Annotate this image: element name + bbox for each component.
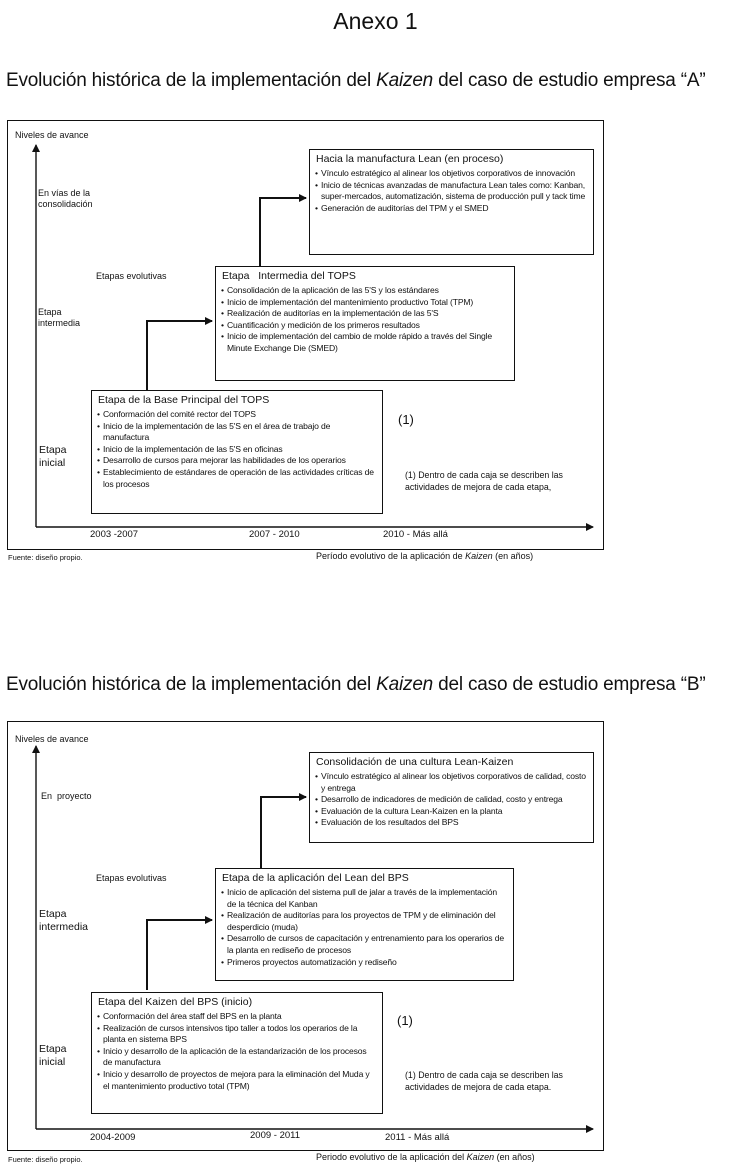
figure-a-source: Fuente: diseño propio.: [8, 553, 83, 562]
list-item: Evaluación de los resultados del BPS: [315, 817, 588, 829]
figure-a-x-caption-pre: Período evolutivo de la aplicación de: [316, 551, 466, 561]
figure-b-level-low: Etapa inicial: [39, 1043, 67, 1068]
figure-b-box-mid: Etapa de la aplicación del Lean del BPS …: [215, 868, 514, 981]
figure-a-axes: [32, 144, 594, 531]
figure-b-level-top: En proyecto: [41, 791, 92, 801]
figure-b-x-tick-1: 2004-2009: [90, 1132, 136, 1143]
figure-b-x-tick-2: 2009 - 2011: [250, 1130, 301, 1141]
list-item: Inicio de implementación del cambio de m…: [221, 331, 509, 354]
figure-a-step-arrow-1: [146, 317, 213, 396]
figure-a-y-axis-title: Niveles de avance: [15, 130, 89, 140]
figure-b-step-arrow-1: [146, 916, 213, 990]
figure-b: Niveles de avance En proyecto Etapas evo…: [7, 721, 604, 1151]
figure-b-box-low: Etapa del Kaizen del BPS (inicio) Confor…: [91, 992, 383, 1114]
figure-b-step-arrow-2: [260, 793, 307, 869]
list-item: Inicio de implementación del mantenimien…: [221, 297, 509, 309]
list-item: Inicio de la implementación de las 5'S e…: [97, 444, 377, 456]
list-item: Inicio y desarrollo de la aplicación de …: [97, 1046, 377, 1069]
figure-a-x-caption-post: (en años): [492, 551, 534, 561]
figure-a-box-low-title: Etapa de la Base Principal del TOPS: [98, 394, 270, 406]
list-item: Establecimiento de estándares de operaci…: [97, 467, 377, 490]
figure-b-title-post: del caso de estudio empresa “B”: [433, 674, 706, 695]
figure-b-title-em: Kaizen: [376, 674, 434, 695]
figure-a-box-low: Etapa de la Base Principal del TOPS Conf…: [91, 390, 383, 514]
list-item: Primeros proyectos automatización y redi…: [221, 957, 508, 969]
list-item: Realización de auditorías en la implemen…: [221, 308, 509, 320]
figure-a-x-tick-1: 2003 -2007: [90, 529, 139, 540]
figure-b-x-caption: Periodo evolutivo de la aplicación del K…: [316, 1152, 535, 1162]
annex-title: Anexo 1: [333, 8, 418, 34]
figure-b-axes: [32, 745, 594, 1133]
figure-a-title-pre: Evolución histórica de la implementación…: [6, 70, 377, 91]
figure-b-title-pre: Evolución histórica de la implementación…: [6, 674, 377, 695]
figure-b-x-tick-3: 2011 - Más allá: [385, 1132, 450, 1143]
figure-a-x-caption-em: Kaizen: [465, 551, 493, 561]
list-item: Evaluación de la cultura Lean-Kaizen en …: [315, 806, 588, 818]
figure-b-box-low-title: Etapa del Kaizen del BPS (inicio): [98, 996, 253, 1008]
list-item: Realización de auditorías para los proye…: [221, 910, 508, 933]
figure-b-note-marker: (1): [397, 1013, 413, 1028]
figure-a-level-mid: Etapa intermedia: [38, 307, 81, 328]
figure-a-box-top-title: Hacia la manufactura Lean (en proceso): [316, 153, 504, 165]
figure-b-level-mid: Etapa intermedia: [39, 908, 89, 933]
list-item: Inicio de la implementación de las 5'S e…: [97, 421, 377, 444]
list-item: Desarrollo de indicadores de medición de…: [315, 794, 588, 806]
list-item: Realización de cursos intensivos tipo ta…: [97, 1023, 377, 1046]
figure-a-stages-label: Etapas evolutivas: [96, 271, 167, 281]
figure-b-note-text: (1) Dentro de cada caja se describen las…: [405, 1070, 563, 1092]
list-item: Desarrollo de cursos de capacitación y e…: [221, 933, 508, 956]
list-item: Cuantificación y medición de los primero…: [221, 320, 509, 332]
figure-b-box-mid-title: Etapa de la aplicación del Lean del BPS: [222, 872, 409, 884]
figure-b-stages-label: Etapas evolutivas: [96, 873, 167, 883]
list-item: Conformación del área staff del BPS en l…: [97, 1011, 377, 1023]
figure-a-note-marker: (1): [398, 412, 414, 427]
list-item: Consolidación de la aplicación de las 5'…: [221, 285, 509, 297]
figure-b-x-caption-em: Kaizen: [466, 1152, 495, 1162]
figure-b-source: Fuente: diseño propio.: [8, 1155, 83, 1164]
figure-a-box-mid-title: Etapa Intermedia del TOPS: [222, 270, 356, 282]
figure-a-title-em: Kaizen: [376, 70, 434, 91]
figure-a-note-text: (1) Dentro de cada caja se describen las…: [405, 470, 563, 492]
list-item: Vínculo estratégico al alinear los objet…: [315, 771, 588, 794]
figure-a-x-caption: Período evolutivo de la aplicación de Ka…: [316, 551, 533, 561]
figure-b-box-top: Consolidación de una cultura Lean-Kaizen…: [309, 752, 594, 843]
list-item: Generación de auditorías del TPM y el SM…: [315, 203, 588, 215]
figure-b-title: Evolución histórica de la implementación…: [6, 674, 751, 696]
figure-b-x-caption-pre: Periodo evolutivo de la aplicación del: [316, 1152, 467, 1162]
figure-b-y-axis-title: Niveles de avance: [15, 734, 89, 744]
list-item: Vínculo estratégico al alinear los objet…: [315, 168, 588, 180]
list-item: Inicio de técnicas avanzadas de manufact…: [315, 180, 588, 203]
list-item: Inicio y desarrollo de proyectos de mejo…: [97, 1069, 377, 1092]
figure-a-x-tick-2: 2007 - 2010: [249, 529, 300, 540]
figure-a-title-post: del caso de estudio empresa “A”: [433, 70, 706, 91]
list-item: Conformación del comité rector del TOPS: [97, 409, 377, 421]
figure-a-step-arrow-2: [259, 194, 307, 266]
list-item: Inicio de aplicación del sistema pull de…: [221, 887, 508, 910]
figure-a-box-top: Hacia la manufactura Lean (en proceso) V…: [309, 149, 594, 255]
figure-a-title: Evolución histórica de la implementación…: [6, 70, 751, 92]
list-item: Desarrollo de cursos para mejorar las ha…: [97, 455, 377, 467]
figure-a-level-top: En vías de la consolidación: [38, 188, 93, 209]
figure-b-x-caption-post: (en años): [494, 1152, 535, 1162]
figure-b-box-top-title: Consolidación de una cultura Lean-Kaizen: [316, 756, 514, 768]
figure-a-box-mid: Etapa Intermedia del TOPS Consolidación …: [215, 266, 515, 381]
figure-a-x-tick-3: 2010 - Más allá: [383, 529, 448, 540]
figure-a-level-low: Etapa inicial: [39, 444, 67, 469]
figure-a: Niveles de avance En vías de la consolid…: [7, 120, 604, 550]
